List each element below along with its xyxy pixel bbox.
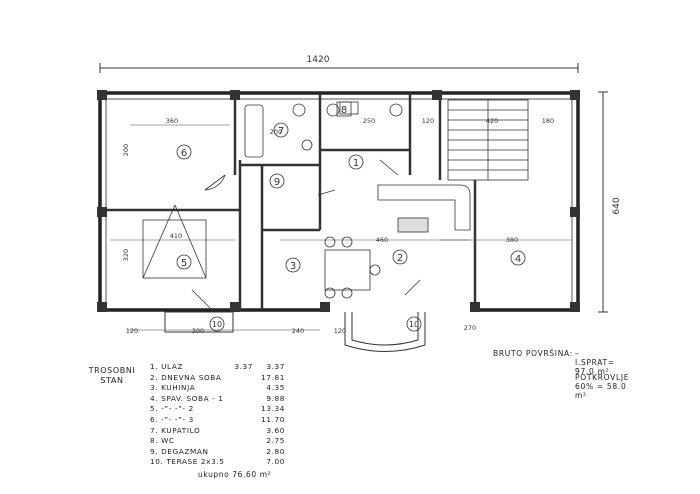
dimension-label: 120 (334, 327, 346, 335)
staircase (447, 99, 529, 181)
room-number: 10 (212, 320, 222, 329)
dimension-label: 410 (170, 232, 182, 240)
legend-row: 6. -”- -”- 3 11.70 (150, 414, 285, 424)
legend-row: 2. DNEVNA SOBA 17.81 (150, 372, 285, 382)
height-dimension-label: 640 (612, 197, 622, 214)
room-number: 8 (341, 105, 347, 116)
room-number: 3 (290, 261, 296, 272)
room-number: 6 (181, 148, 187, 159)
room-legend: 1. ULAZ 3.37 3.37 2. DNEVNA SOBA 17.81 3… (150, 362, 285, 468)
width-dimension-label: 1420 (307, 55, 330, 65)
interior-walls (100, 93, 477, 310)
dimension-label: 200 (122, 144, 130, 156)
dimension-label: 120 (126, 327, 138, 335)
room-number: 10 (409, 320, 419, 329)
dimension-label: 380 (506, 236, 518, 244)
room-number: 2 (397, 253, 403, 264)
dimension-label: 120 (422, 117, 434, 125)
bathroom-fixtures (244, 101, 403, 158)
doors (191, 159, 421, 311)
legend-title: TROSOBNI STAN (88, 366, 136, 385)
dimension-label: 200 (270, 128, 282, 136)
legend-row: 4. SPAV. SOBA - 1 9.88 (150, 393, 285, 403)
legend-row: 5. -”- -”- 2 13.34 (150, 404, 285, 414)
dimension-label: 300 (192, 327, 204, 335)
dimension-label: 460 (376, 236, 388, 244)
room-number: 9 (274, 177, 280, 188)
bed (142, 204, 207, 279)
room-number: 1 (353, 158, 359, 169)
gross-area-label: BRUTO POVRŠINA: (493, 349, 573, 358)
legend-row: 1. ULAZ 3.37 3.37 (150, 362, 285, 371)
legend-total: ukupno 76.60 m² (198, 470, 272, 479)
outer-walls (98, 91, 580, 312)
living-furniture (324, 184, 471, 299)
dimension-label: 180 (542, 117, 554, 125)
gross-area-floor: – I.SPRAT= 97.0 m² (575, 349, 615, 376)
terraces (164, 311, 426, 352)
gross-area-attic: – POTKROVLJE 60% = 58.0 m² (575, 364, 630, 400)
room-number: 5 (181, 258, 187, 269)
dimension-label: 320 (122, 249, 130, 261)
legend-row: 7. KUPATILO 3.60 (150, 425, 285, 435)
room-number: 4 (515, 254, 521, 265)
room-number: 7 (278, 126, 284, 137)
gross-area-note: BRUTO POVRŠINA: – I.SPRAT= 97.0 m² – POT… (493, 349, 628, 400)
dimension-label: 420 (486, 117, 498, 125)
legend-row: 8. WC 2.75 (150, 436, 285, 446)
legend-row: 9. DEGAZMAN 2.80 (150, 446, 285, 456)
legend-row: 10. TERASE 2x3.5 7.00 (150, 457, 285, 467)
dimension-label: 360 (166, 117, 178, 125)
dimension-label: 240 (292, 327, 304, 335)
legend-row: 3. KUHINJA 4.35 (150, 383, 285, 393)
dimension-label: 250 (363, 117, 375, 125)
dimension-label: 270 (464, 324, 476, 332)
